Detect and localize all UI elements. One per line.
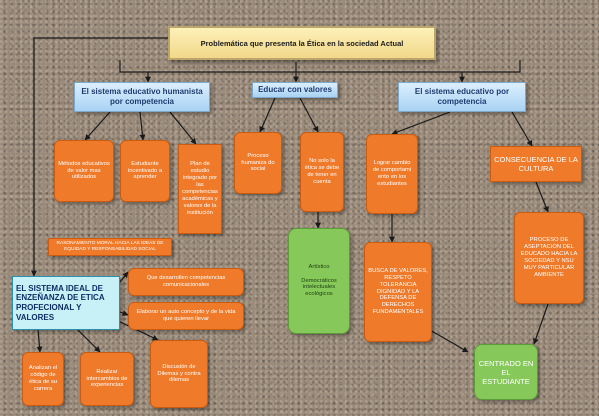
discusion-dilemas-box: Discusión de Dilemas y contra dilemas [150, 340, 208, 408]
no-solo-etica-box: No solo la ética se debe de tener en cue… [300, 132, 344, 212]
sistema-ideal-box: EL SISTEMA IDEAL DE ENZEÑANZA DE ETICA P… [12, 276, 120, 330]
competencias-comunicacionales-box: Que desarrollen competencias comunicacio… [128, 268, 244, 296]
title-box: Problemática que presenta la Ética en la… [168, 26, 436, 60]
plan-estudio-box: Plan de estudio integrado por las compet… [178, 144, 222, 234]
intercambios-box: Realizar intercambios de experiencias [80, 352, 134, 406]
branch-educar-valores: Educar con valores [252, 82, 338, 98]
proceso-aceptacion-box: PROCESO DE ASEPTACION DEL EDUCADO HACIA … [514, 212, 584, 304]
metodos-box: Métodos educativos de valor mas utilizad… [54, 140, 114, 202]
analizan-codigo-box: Analizan el código de ética de su carrer… [22, 352, 64, 406]
centrado-estudiante-box: CENTRADO EN EL ESTUDIANTE [474, 344, 538, 400]
razonamiento-moral-box: RASONAMIENTO MORAL HACIA LAS IDEAS DE EQ… [48, 238, 172, 256]
branch-humanista: El sistema educativo humanista por compe… [74, 82, 210, 112]
branch-competencia: El sistema educativo por competencia [398, 82, 526, 112]
estudiante-box: Estudiante incentivado a aprender [120, 140, 170, 202]
lograr-cambio-box: Lograr cambio de comportami ento en los … [366, 134, 418, 214]
artistico-box: Artístico Democráticos intelectuales eco… [288, 228, 350, 334]
auto-concepto-box: Elaborar un auto concepto y de la vida q… [128, 302, 244, 330]
busca-valores-box: BUSCA DE VALORES, RESPETO TOLERANCIA DIG… [364, 242, 432, 342]
consecuencia-box: CONSECUENCIA DE LA CULTURA [490, 146, 582, 182]
proceso-humanizado-box: Proceso humaniza do social [234, 132, 282, 194]
